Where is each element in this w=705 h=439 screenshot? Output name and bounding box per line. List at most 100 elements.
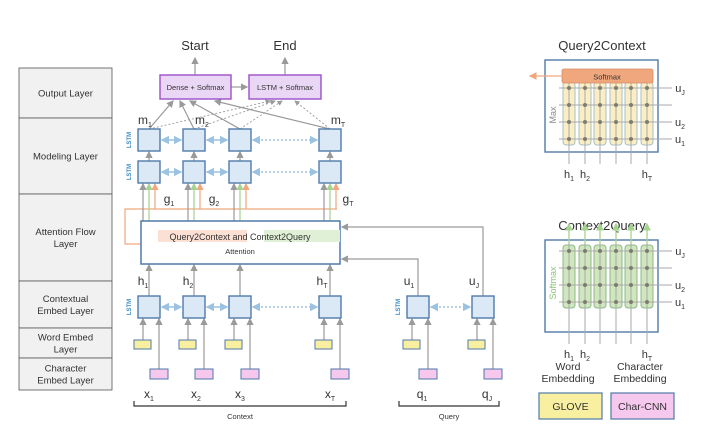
- u-label-1-sub: J: [476, 283, 480, 290]
- start-label: Start: [181, 38, 209, 53]
- q2c_panel-cell-dot: [583, 86, 587, 90]
- glove-legend-label: GLOVE: [552, 401, 588, 413]
- x-label-2-base: x: [235, 387, 241, 401]
- context-lstm-cell-1: [182, 295, 206, 319]
- dense-softmax-box: [159, 74, 232, 100]
- q2c_panel-col-label-2: hT: [642, 169, 653, 183]
- g-label-2: gT: [343, 192, 355, 208]
- x-label-0: x1: [144, 387, 154, 403]
- u-label-0-base: u: [404, 274, 411, 288]
- q2c_panel-cell-dot: [629, 120, 633, 124]
- g-label-2-base: g: [343, 192, 350, 206]
- q2c_panel-cell-dot: [567, 103, 571, 107]
- c2q_panel-row-label-1-sub: 2: [681, 287, 685, 294]
- m-to-dense-arrow-1: [179, 99, 195, 130]
- query-lstm-label: LSTM: [396, 299, 402, 315]
- m-label-0-sub: 1: [148, 122, 152, 129]
- q2c_panel-row-label-2-sub: 1: [681, 141, 685, 148]
- m-label-2-sub: T: [341, 122, 346, 129]
- c2q_panel-title: Context2Query: [558, 218, 646, 233]
- q2c_panel-cell-dot: [567, 120, 571, 124]
- c2q_panel-row-label-0: uJ: [675, 246, 685, 260]
- u-label-0-sub: 1: [410, 283, 414, 290]
- u-label-1-base: u: [469, 274, 476, 288]
- c2q_panel-row-label-1: u2: [675, 280, 685, 294]
- c2q_panel-cell-dot: [567, 249, 571, 253]
- c2q_panel-row-label-2: u1: [675, 297, 685, 311]
- context-lstm-cell-3: [318, 295, 342, 319]
- layer-row-1: [18, 117, 113, 195]
- layer-label-3: Contextual: [43, 294, 88, 305]
- q2c_panel-col-label-1-sub: 2: [586, 176, 590, 183]
- q2c_panel-row-label-0-sub: J: [681, 90, 685, 97]
- c2q_panel-row-label-2-sub: 1: [681, 304, 685, 311]
- q-label-1: qJ: [482, 387, 492, 403]
- c2q_panel-cell-dot: [629, 283, 633, 287]
- q2c-feedback-line: [124, 208, 337, 245]
- c2q_panel-cell-dot: [629, 249, 633, 253]
- q2c_panel-cell-dot: [567, 86, 571, 90]
- modeling-lstm-label-1: LSTM: [127, 132, 133, 148]
- layer-label-5: Character: [45, 364, 87, 375]
- modeling-lstm2-cell-3: [318, 160, 342, 184]
- x-label-3-sub: T: [331, 396, 336, 403]
- cells: [133, 74, 503, 380]
- query-label: Query: [439, 412, 460, 421]
- q2c_panel-cell-dot: [645, 120, 649, 124]
- modeling-lstm1-cell-1: [182, 128, 206, 152]
- q2c_panel-col-label-0-base: h: [564, 169, 570, 181]
- q2c_panel-col-label-0-sub: 1: [570, 176, 574, 183]
- x-label-1-base: x: [191, 387, 197, 401]
- q2c_panel-row-label-1-sub: 2: [681, 124, 685, 131]
- c2q_panel-cell-dot: [598, 283, 602, 287]
- q2c-softmax-label: Softmax: [593, 73, 621, 82]
- m-to-lstm-arrow-0: [148, 99, 271, 130]
- q2c_panel-cell-dot: [598, 137, 602, 141]
- h-label-0-base: h: [138, 274, 145, 288]
- c2q_panel-cell-dot: [583, 283, 587, 287]
- c2q_panel-cell-dot: [629, 266, 633, 270]
- m-label-1: m2: [195, 113, 209, 129]
- query-brace: [398, 401, 500, 407]
- q2c_panel-cell-dot: [583, 120, 587, 124]
- c2q_panel-frame: [544, 239, 659, 333]
- q2c_panel-cell-dot: [583, 137, 587, 141]
- layer-label-4: Layer: [54, 345, 78, 356]
- q-label-0: q1: [417, 387, 428, 403]
- h-label-0: h1: [138, 274, 149, 290]
- g-label-1-base: g: [209, 192, 216, 206]
- q2c_panel-cell-dot: [629, 103, 633, 107]
- context-lstm-cell-0: [137, 295, 161, 319]
- c2q_panel-col-label-0-sub: 1: [570, 356, 574, 363]
- layer-row-2: [18, 193, 113, 282]
- word-embedding-caption-1: Embedding: [541, 373, 594, 385]
- word-embedding-caption-0: Word: [556, 361, 581, 373]
- g-label-0-base: g: [164, 192, 171, 206]
- context-embed-1-charcnn: [194, 368, 214, 380]
- c2q_panel-cell-dot: [645, 249, 649, 253]
- u-label-1: uJ: [469, 274, 479, 290]
- q2c_panel-cell-dot: [645, 86, 649, 90]
- layer-row-0: [18, 67, 113, 119]
- context-embed-3-charcnn: [330, 368, 350, 380]
- layer-label-3: Embed Layer: [37, 306, 94, 317]
- modeling-lstm2-cell-2: [228, 160, 252, 184]
- x-label-2-sub: 3: [241, 396, 245, 403]
- modeling-lstm2-cell-1: [182, 160, 206, 184]
- q2c_panel-col-label-1-base: h: [580, 169, 586, 181]
- q2c_panel-row-label-1-base: u: [675, 117, 681, 129]
- q2c_panel-cell-dot: [598, 103, 602, 107]
- m-to-lstm-arrow-3: [294, 100, 331, 130]
- q2c_panel-cell-dot: [645, 137, 649, 141]
- q2c_panel-row-label-0: uJ: [675, 83, 685, 97]
- m-label-0: m1: [138, 113, 152, 129]
- query-lstm-cell-1: [471, 295, 495, 319]
- u-label-0: u1: [404, 274, 415, 290]
- g-label-1: g2: [209, 192, 220, 208]
- c2q_panel-col-label-2-base: h: [642, 349, 648, 361]
- q2c_panel-col-label-2-sub: T: [648, 176, 653, 183]
- c2q_panel-cell-dot: [598, 249, 602, 253]
- c2q_panel-col-label-0: h1: [564, 349, 574, 363]
- h-label-1: h2: [183, 274, 194, 290]
